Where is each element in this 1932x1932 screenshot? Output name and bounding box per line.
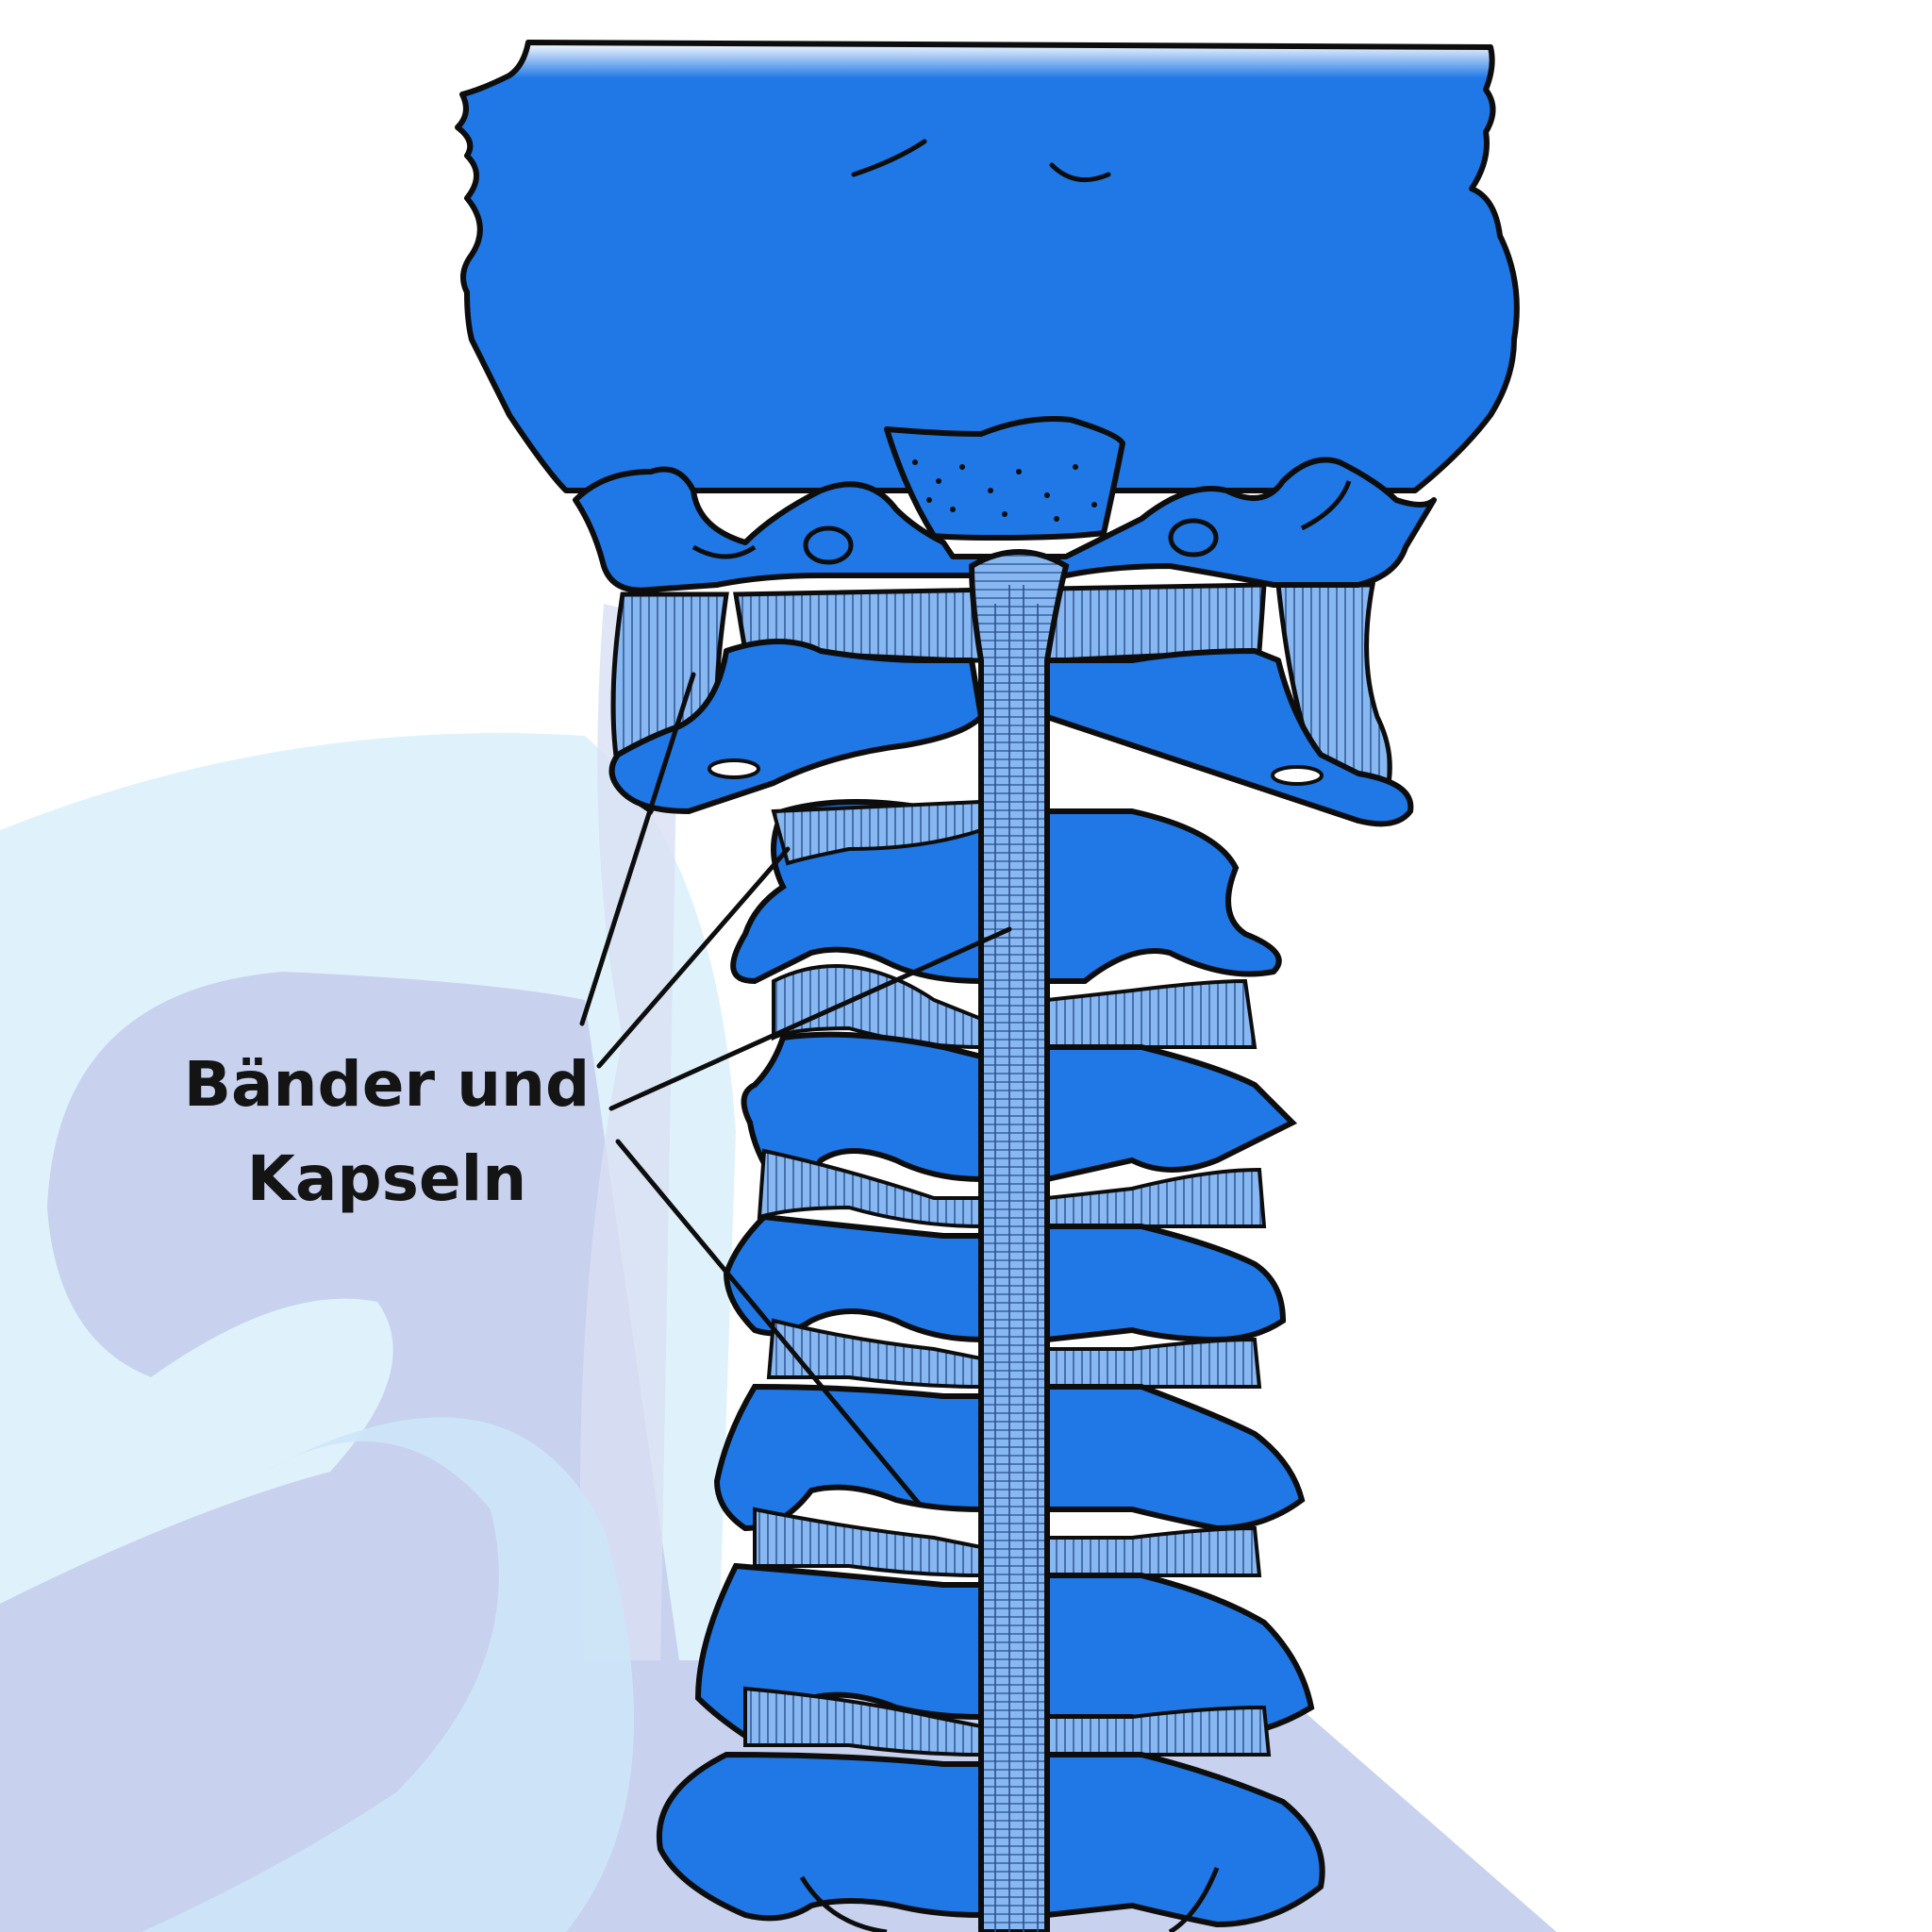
atlas-region [573, 416, 1437, 827]
label-line-1: Bänder und [183, 1048, 591, 1121]
ligament-fibers [994, 585, 1039, 1932]
skull-base [455, 40, 1520, 493]
skull [455, 40, 1520, 493]
disc-c2 [771, 799, 983, 866]
leader-line-1 [579, 672, 696, 1026]
dens-texture [912, 459, 1097, 522]
atlas-transverse [608, 639, 984, 814]
right-lateral-ligament [1275, 582, 1392, 796]
background-neck-shape [580, 604, 679, 1660]
vertebra-c4 [723, 1213, 984, 1343]
vertebra-c7 [656, 1751, 984, 1922]
vertebra-c5 [713, 1383, 984, 1532]
disc-c5-c6 [753, 1507, 983, 1578]
lower-vertebrae [656, 799, 1325, 1932]
background-swirl [142, 1417, 634, 1932]
dens-block [884, 416, 1125, 541]
leader-lines [579, 672, 1012, 1507]
leader-line-2 [596, 846, 791, 1069]
label-line-2: Kapseln [246, 1142, 527, 1215]
vertebra-c3 [741, 1031, 984, 1185]
leader-line-4 [615, 1139, 923, 1507]
leader-line-3 [608, 926, 1012, 1111]
ligaments-capsules-label: Bänder und Kapseln [142, 1038, 632, 1226]
central-ligament [968, 549, 1070, 1932]
occipital-condyles [573, 457, 1437, 593]
disc-c6-c7 [743, 1686, 983, 1757]
disc-c3-c4 [757, 1148, 983, 1229]
disc-c4-c5 [766, 1318, 983, 1390]
